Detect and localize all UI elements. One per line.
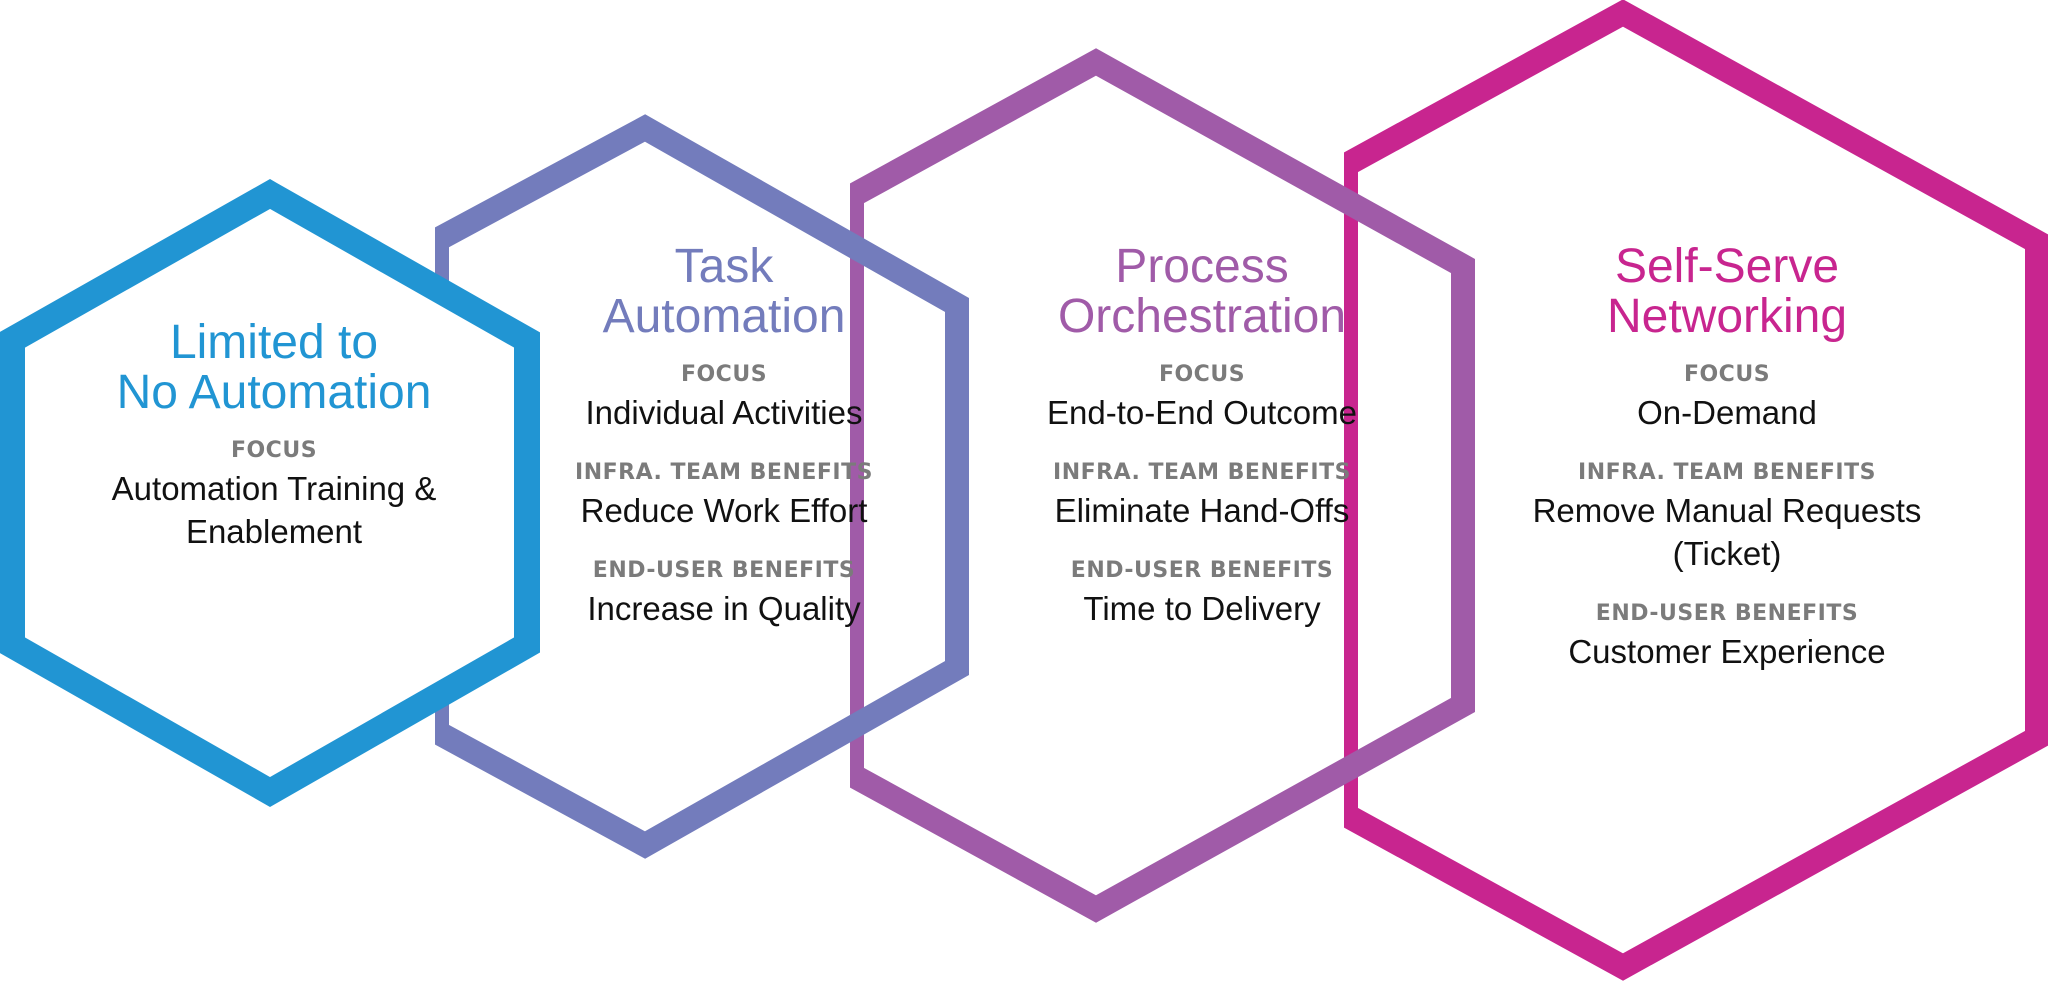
stage-1-focus-value-line-1: Automation Training & <box>111 470 437 507</box>
stage-4-title-line-1: Self-Serve <box>1614 240 1840 293</box>
stage-2-infra-value: Reduce Work Effort <box>580 492 868 529</box>
stage-3-title-line-1: Process <box>1115 240 1289 293</box>
stage-4-infra-value: Remove Manual Requests (Ticket) <box>1533 489 1922 575</box>
stage-1-focus-value: Automation Training & Enablement <box>112 467 437 553</box>
stage-4-title: Self-Serve Networking <box>1533 242 1922 342</box>
stage-2-title: Task Automation <box>575 242 873 342</box>
stage-3-focus-label: FOCUS <box>1158 362 1246 387</box>
stage-2-content: Task Automation FOCUS Individual Activit… <box>575 242 873 656</box>
stage-1-title: Limited to No Automation <box>112 318 437 418</box>
stage-3-title: Process Orchestration <box>1047 242 1357 342</box>
stage-4-infra-value-line-2: (Ticket) <box>1672 535 1782 572</box>
hexagon-stage-2 <box>425 114 969 859</box>
hexagon-stage-1 <box>0 179 540 807</box>
stage-3-infra-label: INFRA. TEAM BENEFITS <box>1053 460 1351 485</box>
stage-2-title-line-2: Automation <box>602 290 846 343</box>
hexagon-stage-4 <box>1334 0 2048 981</box>
stage-1-focus-value-line-2: Enablement <box>185 513 363 550</box>
stage-2-enduser-value: Increase in Quality <box>587 590 861 627</box>
stage-2-title-line-1: Task <box>674 240 774 293</box>
stage-2-enduser-label: END-USER BENEFITS <box>592 558 856 583</box>
stage-4-title-line-2: Networking <box>1606 290 1848 343</box>
stage-1-title-line-1: Limited to <box>169 316 379 369</box>
stage-3-enduser-label: END-USER BENEFITS <box>1070 558 1334 583</box>
stage-3-content: Process Orchestration FOCUS End-to-End O… <box>1047 242 1357 656</box>
stage-3-enduser-value: Time to Delivery <box>1083 590 1321 627</box>
stage-4-infra-value-line-1: Remove Manual Requests <box>1532 492 1922 529</box>
stage-4-content: Self-Serve Networking FOCUS On-Demand IN… <box>1533 242 1922 699</box>
stage-3-infra-value: Eliminate Hand-Offs <box>1054 492 1350 529</box>
stage-4-focus-value: On-Demand <box>1637 394 1817 431</box>
stage-1-focus-label: FOCUS <box>230 438 318 463</box>
stage-1-content: Limited to No Automation FOCUS Automatio… <box>112 318 437 579</box>
stage-4-enduser-label: END-USER BENEFITS <box>1595 601 1859 626</box>
stage-2-infra-label: INFRA. TEAM BENEFITS <box>575 460 873 485</box>
hexagon-stage-3-mask <box>750 0 850 983</box>
stage-1-title-line-2: No Automation <box>116 366 432 419</box>
stage-2-focus-label: FOCUS <box>680 362 768 387</box>
stage-2-focus-value: Individual Activities <box>585 394 863 431</box>
hexagon-stage-3 <box>840 48 1475 923</box>
stage-3-focus-value: End-to-End Outcome <box>1047 394 1357 431</box>
stage-4-enduser-value: Customer Experience <box>1568 633 1886 670</box>
stage-4-focus-label: FOCUS <box>1683 362 1771 387</box>
stage-3-title-line-2: Orchestration <box>1057 290 1347 343</box>
stage-4-infra-label: INFRA. TEAM BENEFITS <box>1578 460 1876 485</box>
